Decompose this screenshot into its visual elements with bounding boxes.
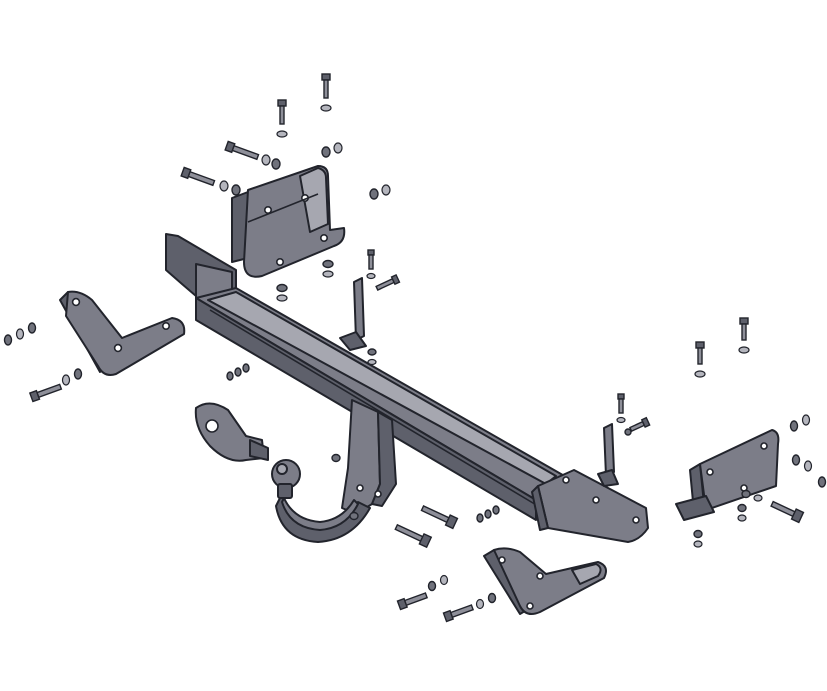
bolt-right-small-1: [617, 393, 625, 414]
main-cross-beam: [165, 233, 649, 543]
tow-hook-assembly: [271, 399, 397, 543]
bolt-right-1: [695, 341, 705, 365]
bolt-top-4: [180, 166, 216, 187]
bolt-mid-1: [420, 504, 459, 530]
bolt-left-1: [28, 383, 63, 403]
bolt-right-3: [770, 500, 805, 524]
bolt-center-1: [367, 249, 375, 270]
top-bracket: [231, 165, 346, 278]
center-l-bracket: [339, 277, 367, 351]
bolt-bottom-2: [442, 604, 475, 623]
bolt-top-3: [224, 140, 260, 161]
bolt-center-2: [375, 273, 401, 291]
bolt-top-2: [277, 99, 287, 125]
bolt-right-small-2: [628, 416, 651, 433]
bolt-right-2: [739, 317, 749, 341]
fasteners: [3, 73, 827, 623]
bottom-bracket: [483, 547, 607, 615]
bolt-top-1: [321, 73, 331, 99]
right-side-plate: [675, 429, 780, 521]
bolt-bottom-1: [396, 592, 429, 611]
right-l-bracket: [597, 423, 619, 487]
bolt-mid-2: [394, 523, 433, 549]
socket-plate: [194, 402, 269, 462]
left-side-plate: [59, 290, 186, 376]
